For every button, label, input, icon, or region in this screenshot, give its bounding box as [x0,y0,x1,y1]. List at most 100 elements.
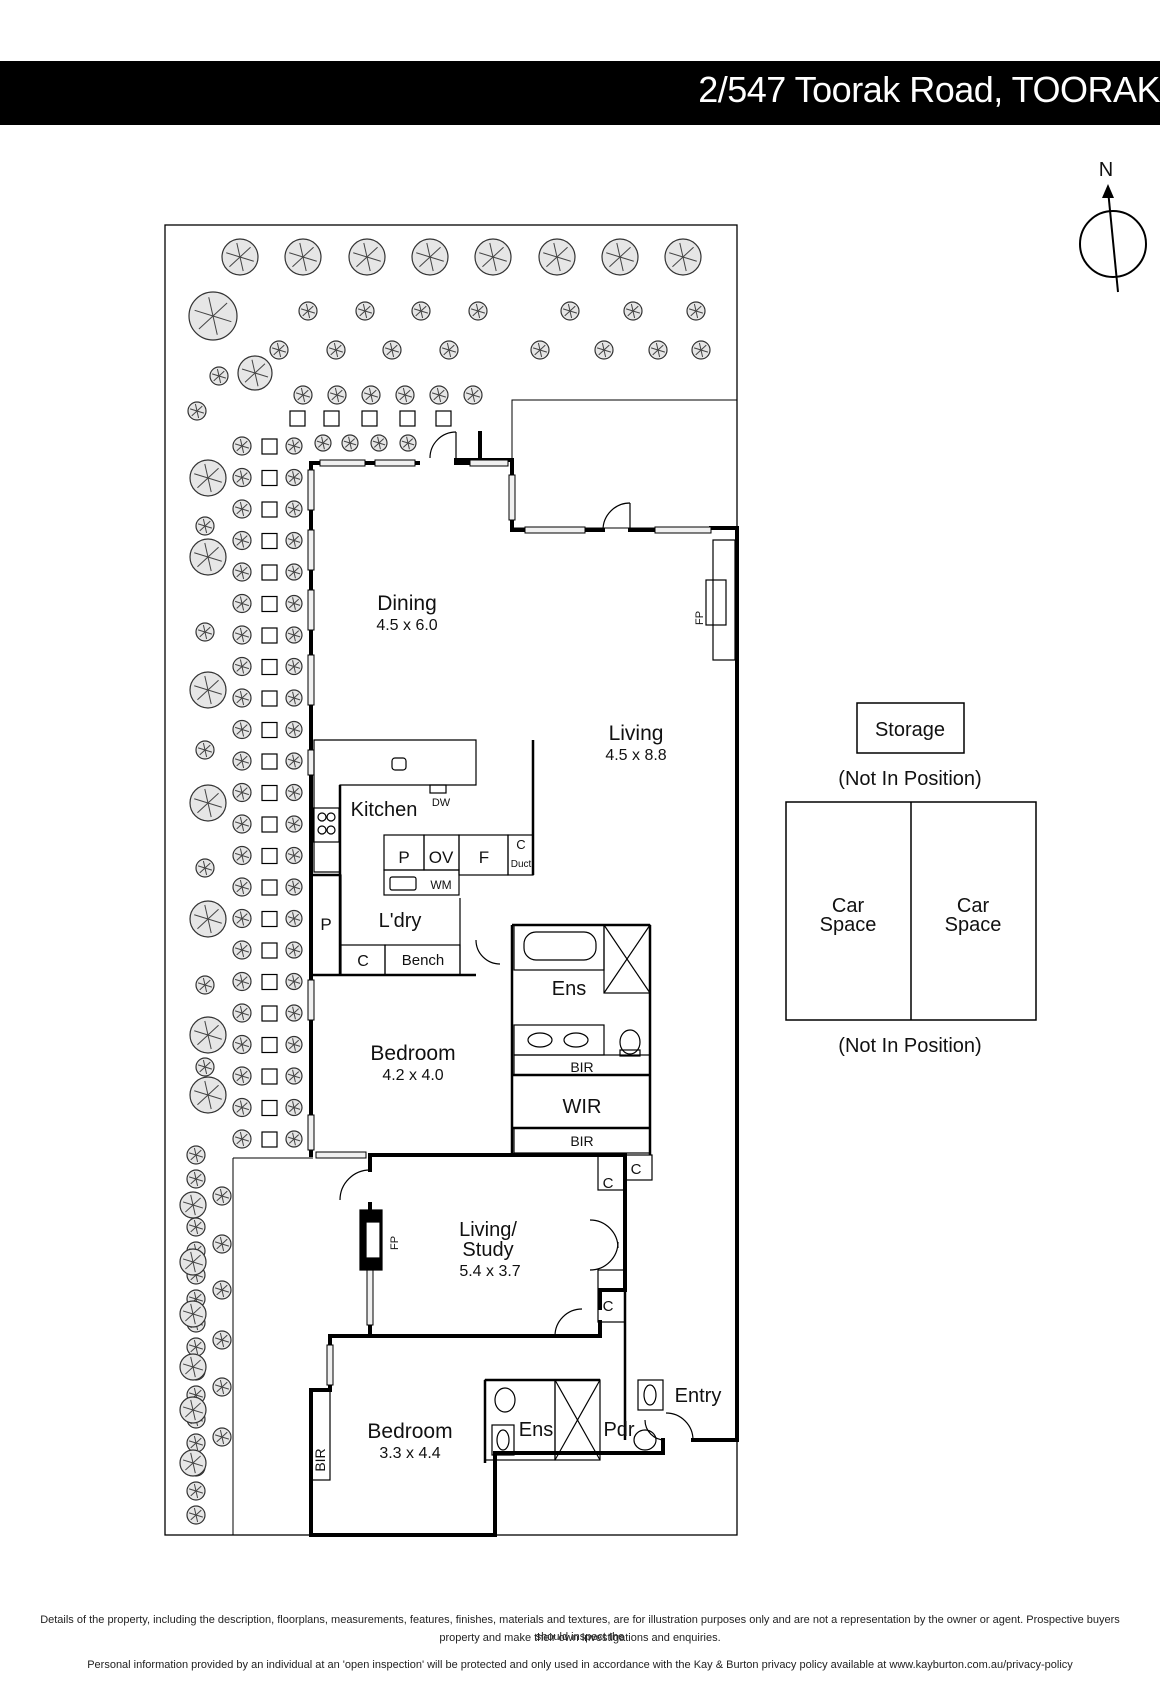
planter-icon [361,410,378,427]
planter-icon [261,627,278,644]
living-size: 4.5 x 8.8 [605,747,666,764]
tree-icon [285,437,303,455]
planter-icon [261,1036,278,1054]
tree-icon [285,909,303,928]
planter-icon [261,564,278,581]
tree-icon [399,434,417,452]
tree-icon [691,340,711,360]
tree-icon [285,1098,303,1117]
planter-icon [261,658,278,676]
planter-icon [261,690,278,707]
study-c2-label: C [631,1161,642,1178]
tree-icon [189,459,227,497]
tree-icon [285,720,303,739]
bedroom2-size: 3.3 x 4.4 [379,1445,440,1462]
tree-icon [285,783,303,802]
garden-landscaping [179,238,711,1525]
tree-icon [285,878,303,896]
tree-icon [179,1353,207,1381]
tree-icon [395,385,415,405]
tree-icon [221,238,259,276]
car-space-2-line2: Space [945,914,1002,936]
living-study-size: 5.4 x 3.7 [459,1263,520,1280]
tree-icon [439,340,459,360]
wm-label: WM [430,878,451,892]
storage-label: Storage [875,719,945,741]
storage-box [856,702,965,754]
room-labels: Dining 4.5 x 6.0 Living 4.5 x 8.8 Kitche… [312,592,1001,1472]
planter-icon [261,879,278,896]
tree-icon [232,845,252,866]
tree-icon [314,434,332,452]
doors [339,431,694,1441]
tree-icon [232,782,252,803]
tree-icon [285,815,303,833]
planter-icon [261,469,278,487]
tree-icon [189,784,227,822]
tree-icon [284,238,322,276]
dw-label: DW [432,797,451,809]
tree-icon [348,238,386,276]
tree-icon [355,301,375,321]
living-fireplace [705,539,736,661]
tree-icon [232,1066,252,1086]
planter-icon [261,1131,278,1148]
outbuildings [785,702,1037,1021]
tree-icon [179,1449,207,1477]
tree-icon [429,385,449,405]
bedroom1-label: Bedroom [370,1042,455,1065]
tree-icon [293,385,313,405]
bench-label: Bench [402,952,445,969]
tree-icon [186,1481,206,1501]
exterior-walls [309,431,739,1537]
planter-icon [261,753,278,770]
planter-icon [435,410,452,427]
tree-icon [232,751,252,771]
tree-icon [195,740,215,760]
study-fixtures [359,1154,653,1323]
tree-icon [370,434,388,452]
oven-label: OV [429,848,454,867]
tree-icon [189,538,227,576]
tree-icon [664,238,702,276]
tree-icon [232,719,252,740]
ensuite1-label: Ens [552,978,586,1000]
tree-icon [186,1337,206,1357]
tree-icon [189,1016,227,1054]
laundry-label: L'dry [379,910,422,932]
tree-icon [285,500,303,518]
duct-label: Duct [511,859,532,870]
tree-icon [285,941,303,959]
disclaimer-line-3: Personal information provided by an indi… [87,1659,1073,1671]
tree-icon [186,1169,206,1189]
car-space-1-line1: Car [832,895,865,917]
tree-icon [179,1396,207,1424]
courtyard-outline [511,399,738,529]
tree-icon [327,385,347,405]
planter-icon [261,1005,278,1022]
planter-icon [261,942,278,959]
tree-icon [212,1186,232,1206]
tree-icon [463,385,483,405]
tree-icon [341,434,359,452]
tree-icon [538,238,576,276]
planter-icon [261,910,278,928]
tree-icon [232,593,252,614]
bedroom1-size: 4.2 x 4.0 [382,1067,443,1084]
tree-icon [686,301,706,321]
tree-icon [186,1505,206,1525]
fireplace-living-label: FP [694,611,706,625]
planter-icon [261,438,278,455]
planter-icon [289,410,306,427]
car-space-2-line1: Car [957,895,990,917]
planter-icon [261,595,278,613]
tree-icon [232,562,252,582]
tree-icon [195,1057,215,1077]
bathroom-fixtures [310,1379,664,1481]
storage-position-note: (Not In Position) [838,768,981,790]
bir2-label: BIR [570,1133,593,1149]
planter-icon [261,784,278,802]
tree-icon [195,858,215,878]
tree-icon [232,688,252,708]
